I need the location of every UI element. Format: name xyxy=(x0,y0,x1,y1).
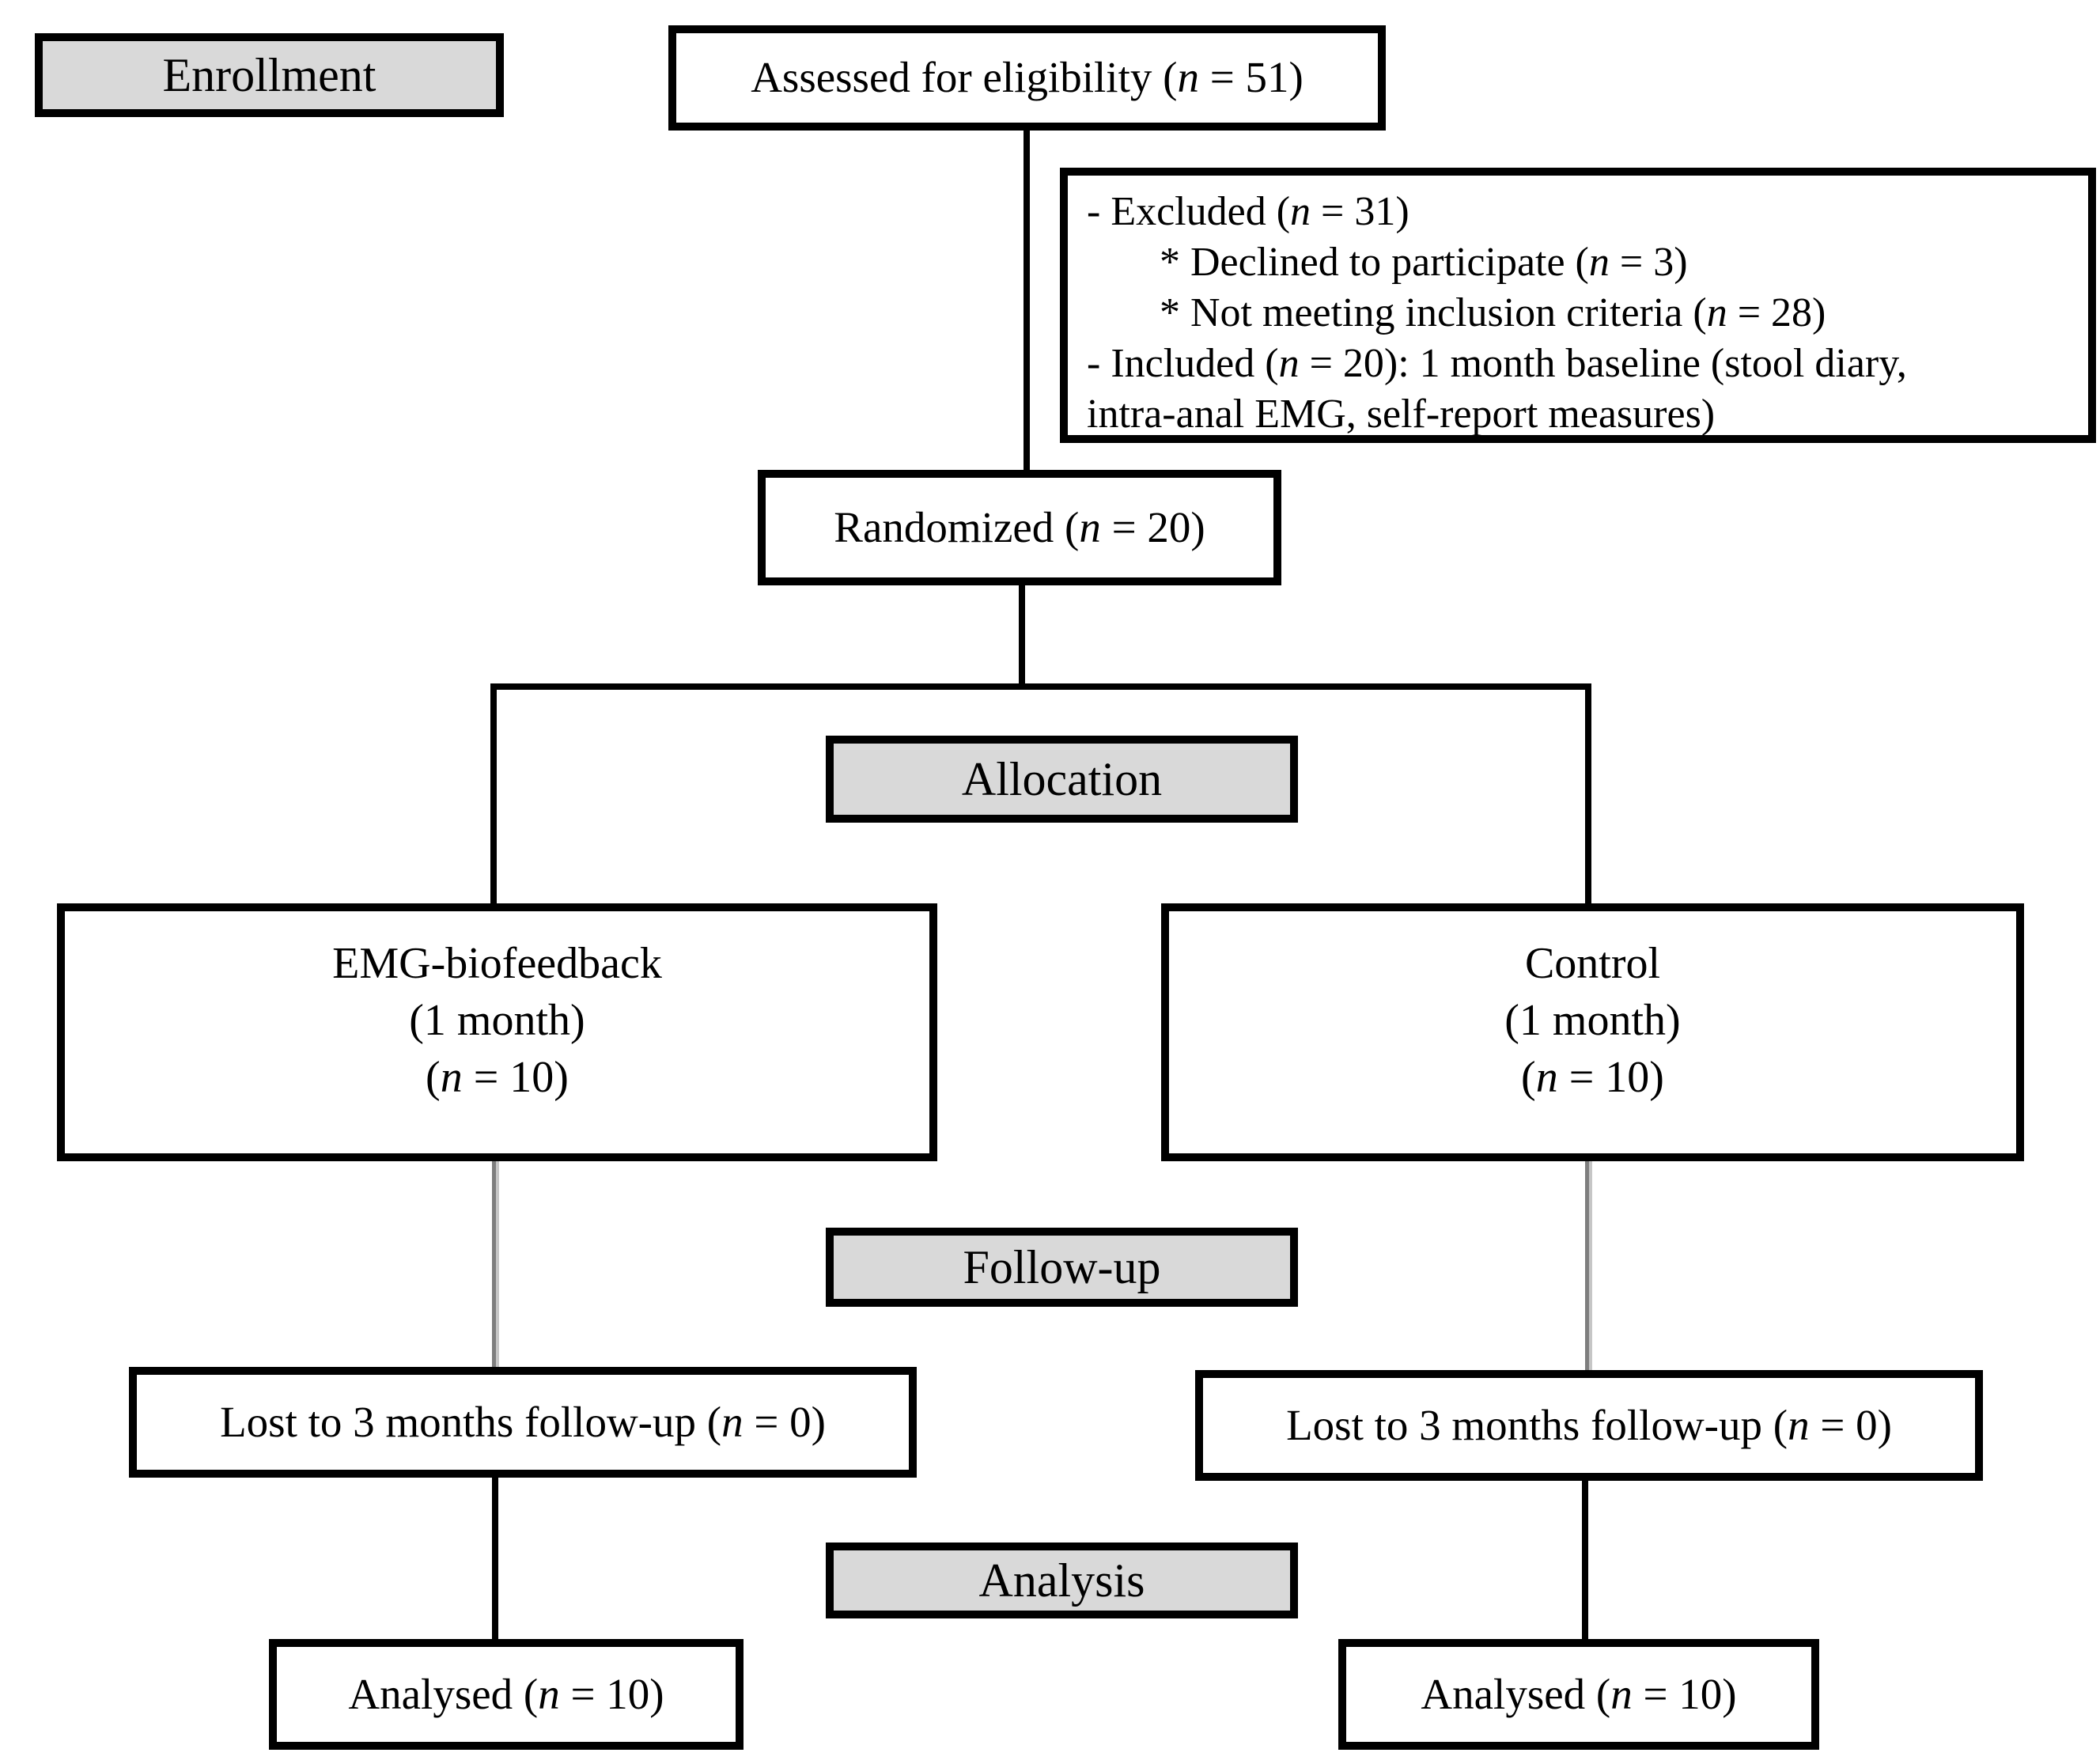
stage-label-analysis: Analysis xyxy=(826,1543,1298,1618)
connector-lost-left-to-analysed-left xyxy=(492,1473,498,1644)
arm-right-line: (1 month) xyxy=(1504,996,1681,1045)
stage-label-followup: Follow-up xyxy=(826,1228,1298,1307)
node-analysed-right-text: Analysed (n = 10) xyxy=(1421,1669,1737,1718)
connector-branch-to-arm-left xyxy=(490,683,497,908)
arm-left-line: (n = 10) xyxy=(426,1053,569,1102)
excluded-line: - Included (n = 20): 1 month baseline (s… xyxy=(1087,341,1907,386)
node-lost-followup-left: Lost to 3 months follow-up (n = 0) xyxy=(129,1367,917,1478)
stage-label-enrollment-text: Enrollment xyxy=(162,48,376,101)
node-lost-followup-right: Lost to 3 months follow-up (n = 0) xyxy=(1195,1370,1983,1481)
stage-label-allocation: Allocation xyxy=(826,736,1298,823)
node-lost-left-text: Lost to 3 months follow-up (n = 0) xyxy=(220,1397,826,1446)
connector-lost-right-to-analysed-right xyxy=(1582,1476,1588,1644)
node-randomized-text: Randomized (n = 20) xyxy=(834,502,1205,551)
connector-randomized-to-branch xyxy=(1019,581,1025,690)
stage-label-followup-text: Follow-up xyxy=(963,1240,1161,1293)
connector-branch-horizontal xyxy=(490,683,1591,690)
excluded-line: intra-anal EMG, self-report measures) xyxy=(1087,392,1716,437)
node-randomized: Randomized (n = 20) xyxy=(758,470,1281,585)
connector-branch-to-arm-right xyxy=(1585,683,1591,908)
arm-left-line: EMG-biofeedback xyxy=(332,939,662,988)
node-analysed-right: Analysed (n = 10) xyxy=(1338,1639,1819,1750)
connector-arm-right-to-lost-right xyxy=(1585,1156,1592,1375)
node-analysed-left-text: Analysed (n = 10) xyxy=(348,1669,664,1718)
stage-label-analysis-text: Analysis xyxy=(978,1554,1145,1607)
node-analysed-left: Analysed (n = 10) xyxy=(269,1639,744,1750)
stage-label-enrollment: Enrollment xyxy=(35,33,504,117)
connector-arm-left-to-lost-left xyxy=(492,1156,499,1372)
node-assessed-for-eligibility: Assessed for eligibility (n = 51) xyxy=(668,25,1386,131)
excluded-line: * Declined to participate (n = 3) xyxy=(1160,240,1688,285)
node-assessed-text: Assessed for eligibility (n = 51) xyxy=(751,53,1304,102)
node-lost-right-text: Lost to 3 months follow-up (n = 0) xyxy=(1286,1400,1892,1449)
excluded-line: * Not meeting inclusion criteria (n = 28… xyxy=(1160,290,1826,335)
node-arm-control: Control (1 month) (n = 10) xyxy=(1161,903,2024,1161)
stage-label-allocation-text: Allocation xyxy=(961,752,1163,805)
arm-right-line: (n = 10) xyxy=(1521,1053,1664,1102)
arm-right-line: Control xyxy=(1524,939,1661,988)
node-excluded-included: - Excluded (n = 31) * Declined to partic… xyxy=(1060,168,2096,443)
connector-assessed-to-randomized xyxy=(1024,127,1030,475)
node-arm-emg-biofeedback: EMG-biofeedback (1 month) (n = 10) xyxy=(57,903,937,1161)
excluded-line: - Excluded (n = 31) xyxy=(1087,189,1409,234)
arm-left-line: (1 month) xyxy=(409,996,585,1045)
